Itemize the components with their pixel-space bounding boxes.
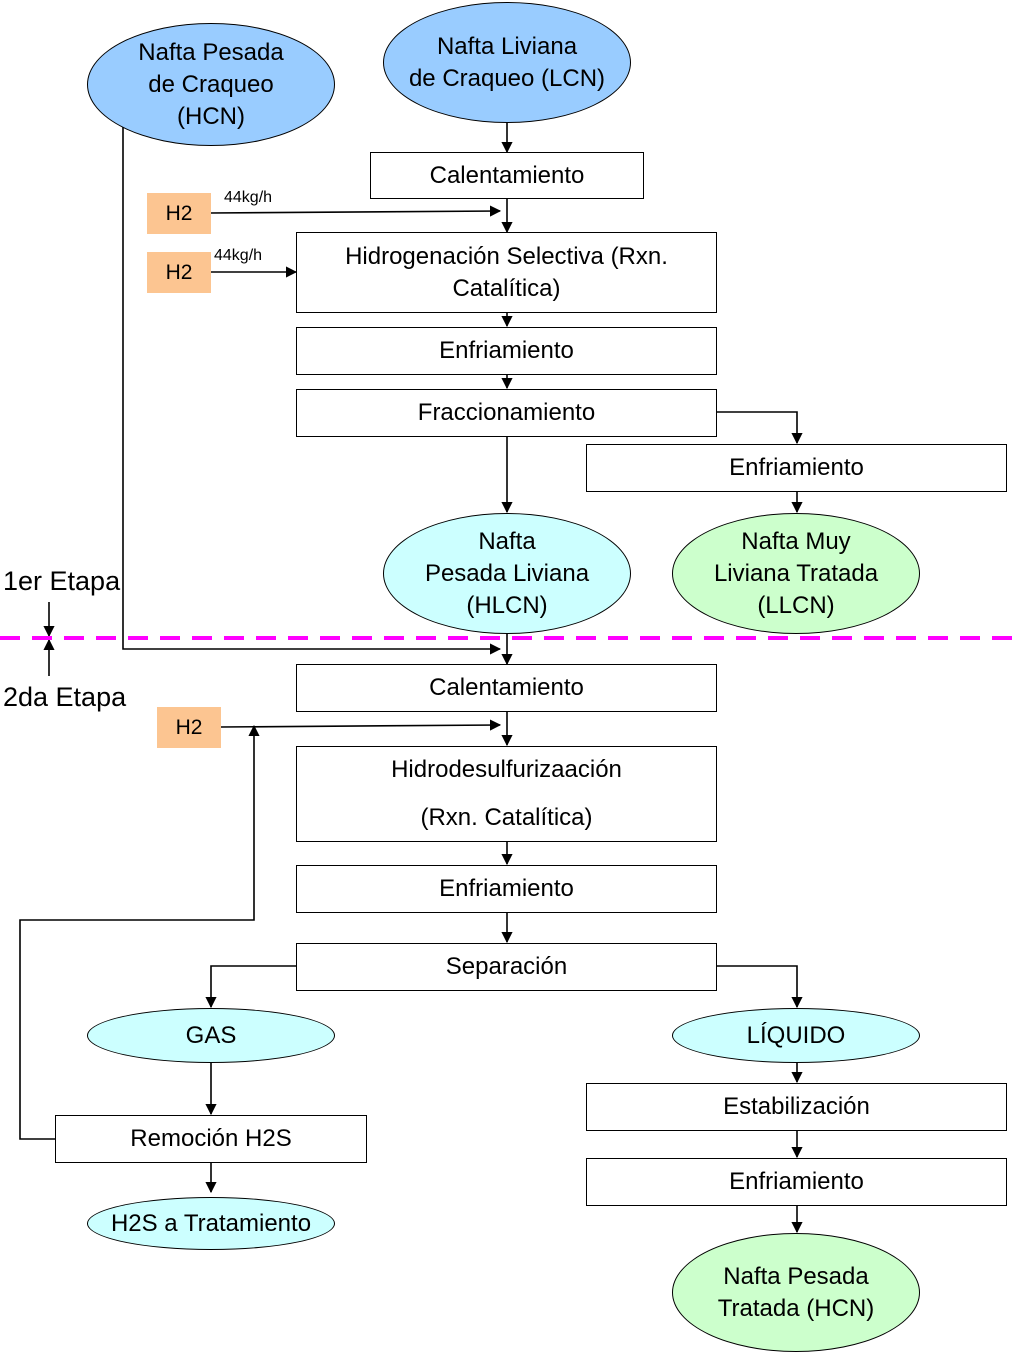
h2s-treatment-stream: H2S a Tratamiento: [87, 1197, 335, 1250]
hydrodesulfurization-box: Hidrodesulfurizaación (Rxn. Catalítica): [296, 746, 717, 842]
h2-feed-b: H2: [147, 252, 211, 293]
h2-feed-a: H2: [147, 193, 211, 234]
hlcn-product: Nafta Pesada Liviana (HLCN): [383, 513, 631, 634]
gas-stream: GAS: [87, 1008, 335, 1063]
cooling-box-final: Enfriamiento: [586, 1158, 1007, 1206]
cooling-box-side: Enfriamiento: [586, 444, 1007, 492]
fractionation-box: Fraccionamiento: [296, 389, 717, 437]
hcn-treated-product: Nafta Pesada Tratada (HCN): [672, 1233, 920, 1352]
liquid-stream: LÍQUIDO: [672, 1008, 920, 1063]
llcn-product: Nafta Muy Liviana Tratada (LLCN): [672, 513, 920, 634]
separation-box: Separación: [296, 943, 717, 991]
stage2-label: 2da Etapa: [3, 682, 127, 712]
h2-rate-label-a: 44kg/h: [224, 189, 273, 206]
feed-hcn: Nafta Pesada de Craqueo (HCN): [87, 23, 335, 146]
h2-rate-label-b: 44kg/h: [214, 247, 263, 264]
feed-lcn: Nafta Liviana de Craqueo (LCN): [383, 2, 631, 123]
cooling-box-stage2: Enfriamiento: [296, 865, 717, 913]
selective-hydrogenation-box: Hidrogenación Selectiva (Rxn. Catalítica…: [296, 232, 717, 313]
heating-box-stage2: Calentamiento: [296, 664, 717, 712]
h2-feed-stage2: H2: [157, 707, 221, 748]
cooling-box-stage1: Enfriamiento: [296, 327, 717, 375]
h2s-removal-box: Remoción H2S: [55, 1115, 367, 1163]
stage1-label: 1er Etapa: [3, 566, 121, 596]
heating-box-stage1: Calentamiento: [370, 152, 644, 199]
stabilization-box: Estabilización: [586, 1083, 1007, 1131]
